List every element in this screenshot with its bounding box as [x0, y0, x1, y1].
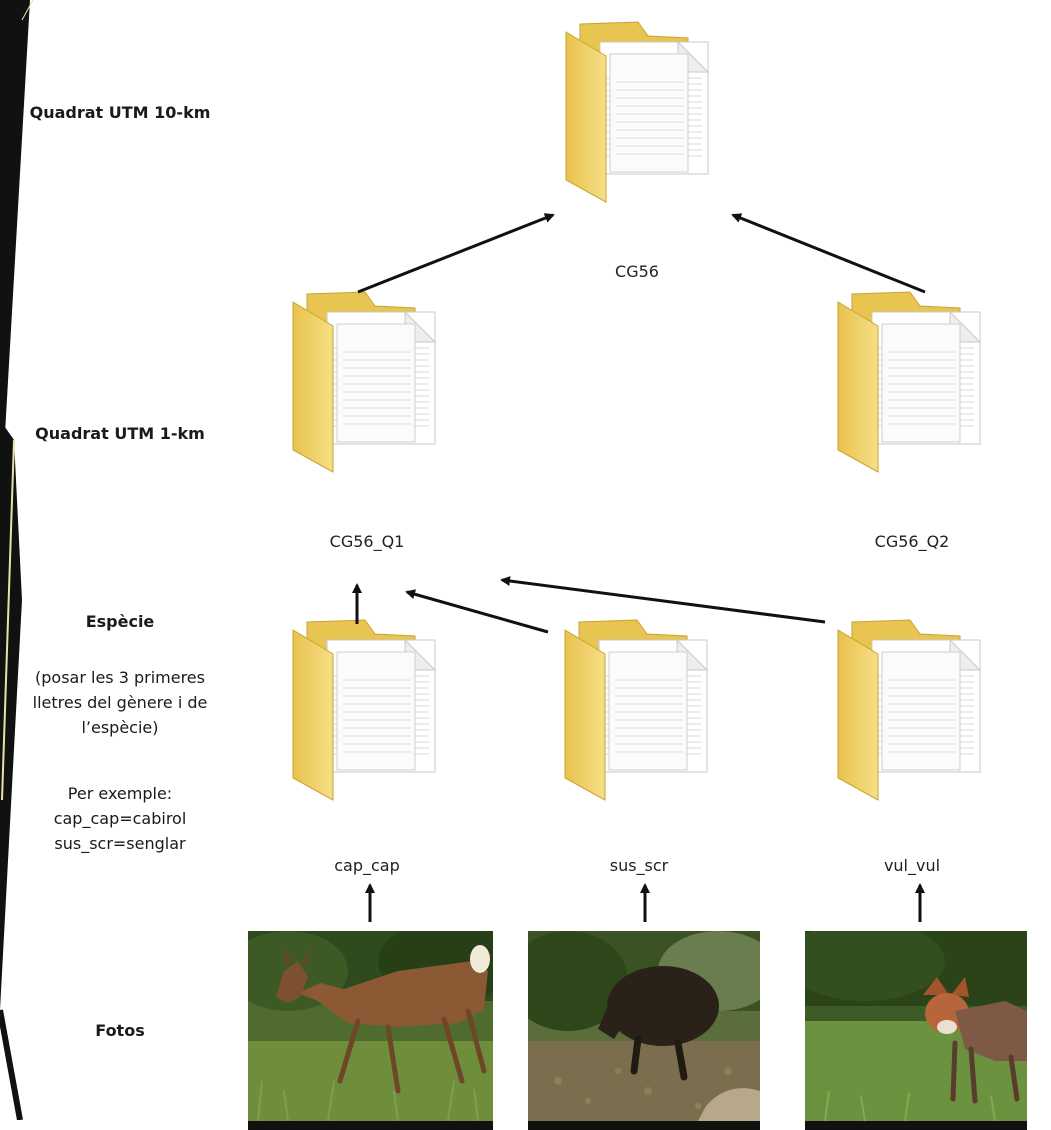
folder-icon-cap[interactable]: [292, 619, 436, 801]
folder-label-root[interactable]: CG56: [615, 262, 659, 281]
photo-timestamp: 12/12/2016 04:04PM 3: [536, 1121, 641, 1129]
fox-image: [805, 931, 1027, 1121]
arrow-sus-to-q1: [405, 589, 549, 634]
photo-timestamp: 12/12/2016 01:11PM 1 CAMERA: [256, 1121, 397, 1129]
folder-label-q1[interactable]: CG56_Q1: [329, 532, 405, 551]
arrow-vul-to-q1: [500, 576, 826, 624]
folder-icon-q2[interactable]: [837, 291, 981, 473]
photo-boar[interactable]: 12/12/2016 04:04PM 3: [528, 931, 760, 1130]
level-label-utm1: Quadrat UTM 1-km: [35, 424, 205, 443]
deer-image: [248, 931, 493, 1121]
folder-icon-sus[interactable]: [564, 619, 708, 801]
folder-label-sus[interactable]: sus_scr: [609, 856, 669, 875]
level-label-utm10: Quadrat UTM 10-km: [29, 103, 211, 122]
example-line: Per exemple:: [67, 784, 173, 803]
folder-icon-root[interactable]: [565, 21, 709, 203]
species-note-line: (posar les 3 primeres: [35, 668, 205, 687]
arrow-q1-to-root: [357, 213, 555, 294]
example-line: sus_scr=senglar: [54, 834, 186, 853]
level-label-species: Espècie: [85, 612, 155, 631]
folder-icon-vul[interactable]: [837, 619, 981, 801]
example-line: cap_cap=cabirol: [53, 809, 187, 828]
species-note-line: l’espècie): [81, 718, 159, 737]
photo-fox[interactable]: 12/12/2016 10:38AM 1 CAMERA: [805, 931, 1027, 1130]
folder-icon-q1[interactable]: [292, 291, 436, 473]
species-example: Per exemple: cap_cap=cabirol sus_scr=sen…: [0, 781, 240, 856]
photo-deer[interactable]: 12/12/2016 01:11PM 1 CAMERA: [248, 931, 493, 1130]
folder-label-vul[interactable]: vul_vul: [883, 856, 941, 875]
level-label-photos: Fotos: [95, 1021, 145, 1040]
folder-label-cap[interactable]: cap_cap: [334, 856, 400, 875]
species-note: (posar les 3 primeres lletres del gènere…: [0, 665, 240, 740]
folder-label-q2[interactable]: CG56_Q2: [874, 532, 950, 551]
arrow-q2-to-root: [731, 213, 926, 294]
photo-timestamp: 12/12/2016 10:38AM 1 CAMERA: [813, 1121, 954, 1129]
boar-image: [528, 931, 760, 1121]
species-note-line: lletres del gènere i de: [32, 693, 208, 712]
